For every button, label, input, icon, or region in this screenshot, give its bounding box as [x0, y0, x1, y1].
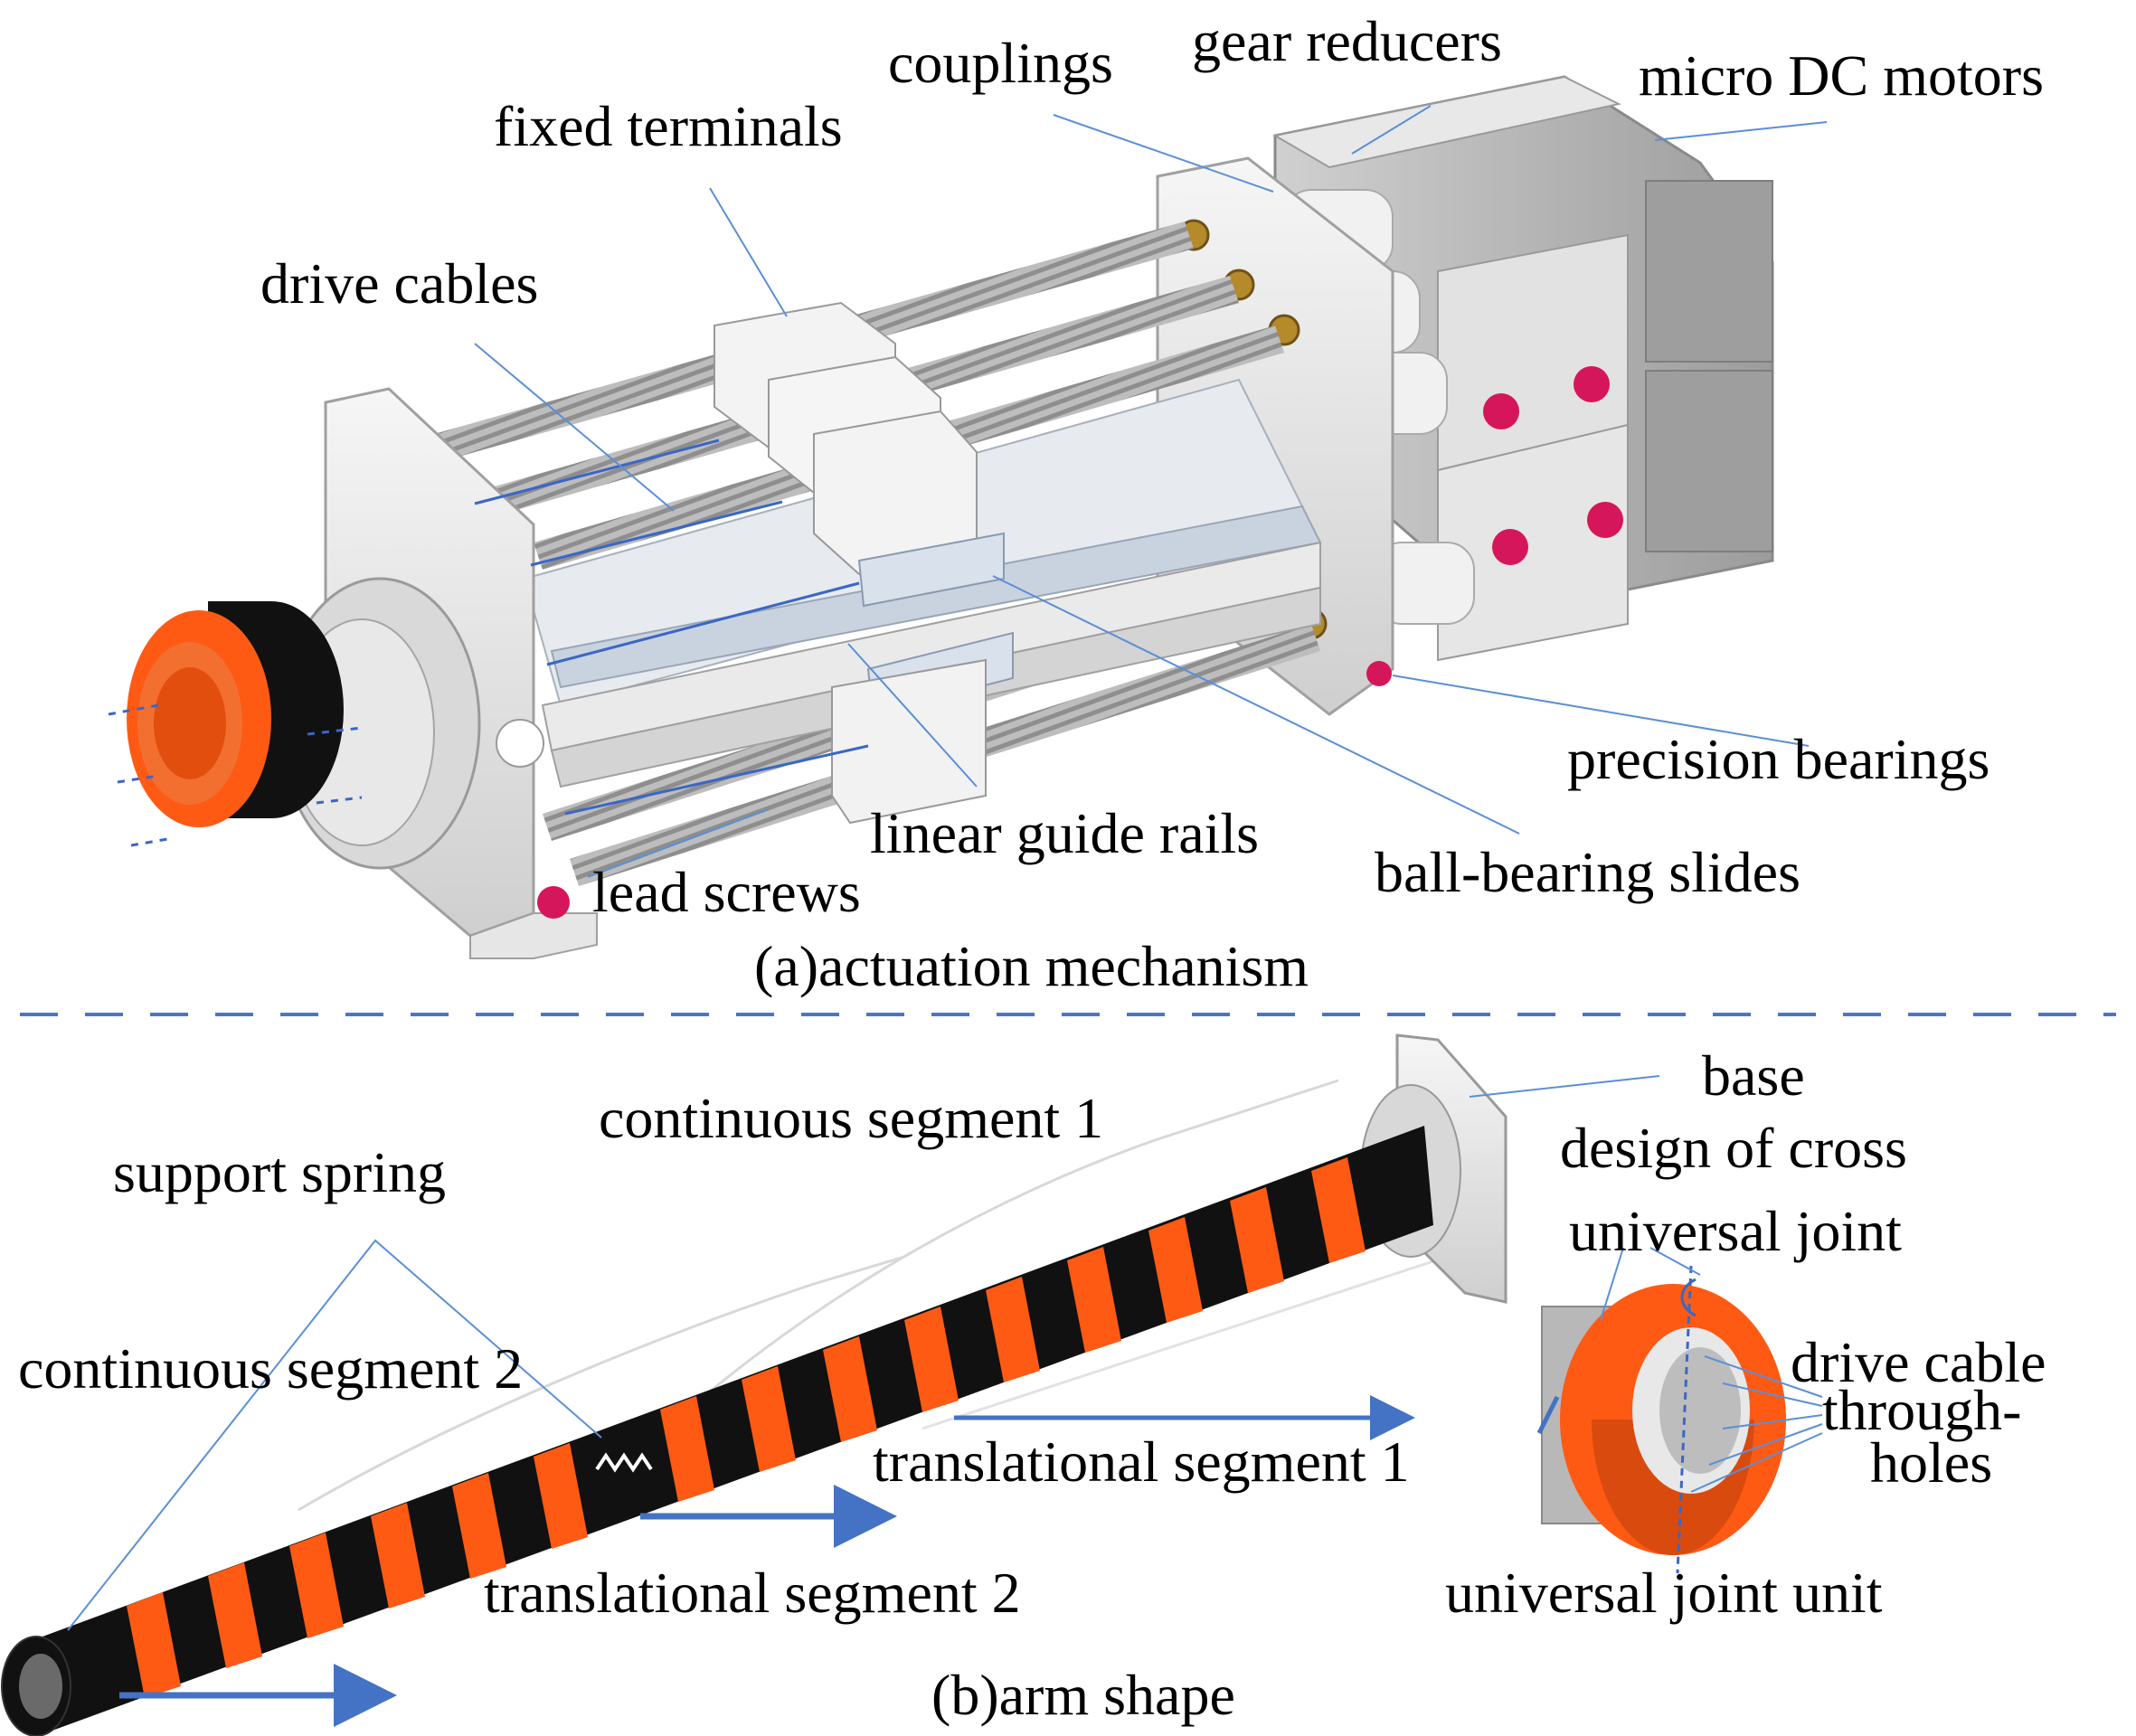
label-lead-screws: lead screws — [592, 860, 861, 924]
label-support-spring: support spring — [113, 1140, 446, 1204]
fixed-terminals-drawing — [714, 301, 1014, 825]
label-cross-design-2: universal joint — [1569, 1199, 1902, 1263]
arm-shape-drawing — [1, 1033, 1786, 1736]
leader-lines-b — [67, 1075, 1823, 1631]
label-couplings: couplings — [888, 31, 1113, 95]
label-ball-bearing-slides: ball-bearing slides — [1375, 840, 1800, 904]
label-translational-segment-1: translational segment 1 — [873, 1429, 1410, 1494]
arrows-b — [119, 1395, 1560, 1727]
support-spring-drawing — [595, 1452, 653, 1473]
universal-joint-unit-drawing — [1541, 1284, 1786, 1555]
screw-head — [1587, 502, 1623, 538]
leader-lines-a — [474, 105, 1828, 878]
drive-cables-drawing — [474, 439, 869, 816]
label-translational-segment-2: translational segment 2 — [484, 1561, 1021, 1625]
label-fixed-terminals: fixed terminals — [494, 94, 843, 158]
label-drive-cable-2: through- — [1822, 1378, 2022, 1442]
actuation-mechanism-drawing — [108, 75, 1774, 959]
label-continuous-segment-1: continuous segment 1 — [599, 1086, 1104, 1150]
label-micro-dc-motors: micro DC motors — [1639, 43, 2044, 108]
screw-head — [1492, 529, 1528, 565]
label-base: base — [1702, 1043, 1805, 1108]
label-precision-bearings: precision bearings — [1567, 727, 1990, 791]
label-drive-cable-3: holes — [1870, 1430, 1993, 1495]
label-universal-joint-unit: universal joint unit — [1445, 1561, 1883, 1625]
motor-block — [1272, 75, 1774, 662]
screw-head — [1483, 393, 1519, 429]
label-drive-cable-1: drive cable — [1791, 1330, 2046, 1394]
caption-actuation-mechanism: (a)actuation mechanism — [754, 934, 1309, 998]
label-cross-design-1: design of cross — [1560, 1116, 1907, 1180]
front-joint-drawing — [127, 601, 344, 827]
screw-head — [1574, 366, 1610, 402]
label-linear-guide-rails: linear guide rails — [870, 801, 1260, 865]
label-drive-cables: drive cables — [260, 251, 539, 316]
label-continuous-segment-2: continuous segment 2 — [18, 1336, 524, 1401]
label-gear-reducers: gear reducers — [1192, 9, 1502, 73]
caption-arm-shape: (b)arm shape — [931, 1663, 1235, 1727]
arm-rings — [127, 1157, 1366, 1698]
